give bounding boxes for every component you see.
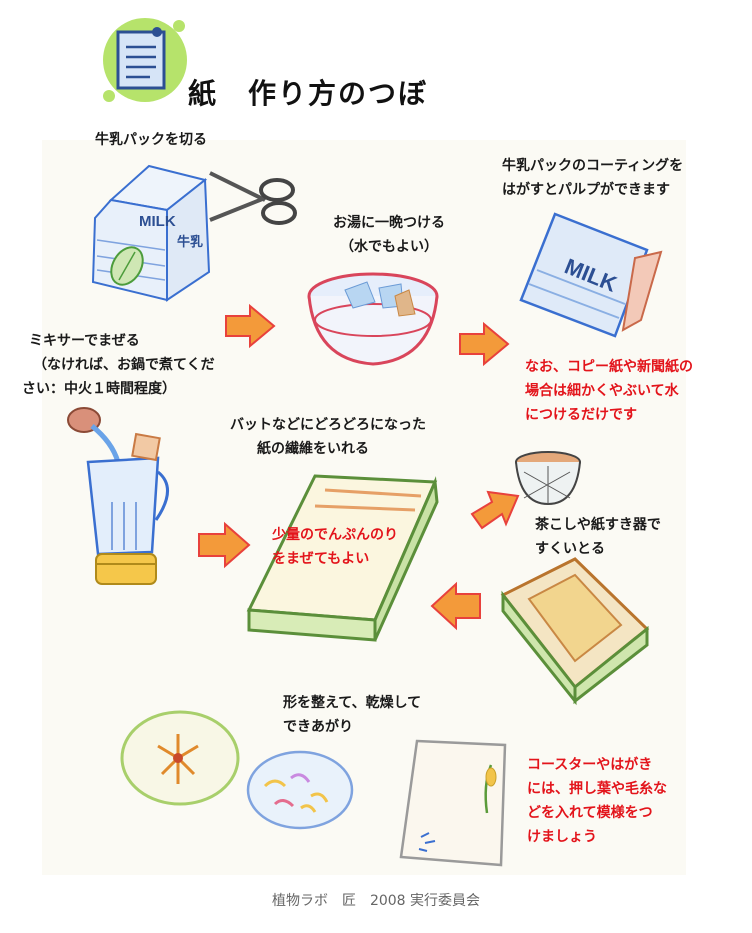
step-soak-line1: お湯に一晩つける (333, 215, 445, 231)
step-mix-line1: ミキサーでまぜる (29, 333, 140, 349)
blender-illustration (67, 407, 169, 585)
memo-note-icon (103, 18, 187, 102)
page-title: 紙 作り方のつぼ (188, 77, 429, 110)
note-line1: なお、コピー紙や新聞紙の (525, 359, 693, 375)
paper-frame-illustration (500, 557, 650, 706)
note-line2: 場合は細かくやぶいて水 (525, 383, 679, 399)
step-cut-label: 牛乳パックを切る (95, 132, 207, 148)
decorate-line3: どを入れて模様をつ (527, 805, 653, 821)
strainer-illustration (515, 451, 581, 506)
arrow-right-icon (198, 521, 251, 569)
decorate-line4: けましょう (527, 829, 597, 845)
step-dry-line1: 形を整えて、乾燥して (283, 695, 422, 711)
postcard-illustration (399, 739, 507, 867)
decorate-line2: には、押し葉や毛糸な (527, 781, 667, 797)
tray-illustration (246, 474, 439, 642)
arrow-right-icon (459, 321, 510, 367)
arrow-left-icon (430, 581, 481, 631)
step-peel-line2: はがすとパルプができます (502, 182, 670, 198)
arrow-up-right-icon (470, 490, 520, 530)
step-soak-line2: （水でもよい） (340, 239, 438, 255)
step-mix-line3: さい：中火１時間程度） (22, 381, 176, 397)
coaster-illustration (120, 710, 240, 806)
carton-jp-text: 牛乳 (177, 234, 203, 250)
step-mix-line2: （なければ、お鍋で煮てくだ (33, 357, 215, 373)
carton-milk-text: MILK (139, 213, 176, 230)
starch-line2: をまぜてもよい (272, 551, 370, 567)
note-line3: につけるだけです (525, 407, 637, 423)
round-paper-illustration (246, 750, 354, 830)
decorate-line1: コースターやはがき (527, 757, 653, 773)
bowl-illustration (307, 272, 439, 366)
arrow-right-icon (225, 303, 276, 349)
step-tray-line1: バットなどにどろどろになった (230, 417, 426, 433)
footer-credit: 植物ラボ 匠 2008 実行委員会 (271, 893, 481, 909)
scissors-illustration (209, 171, 297, 225)
step-tray-line2: 紙の繊維をいれる (257, 441, 369, 457)
step-scoop-line2: すくいとる (535, 541, 605, 557)
peeled-carton-illustration: MILK (519, 212, 663, 338)
starch-line1: 少量のでんぷんのり (272, 527, 398, 543)
step-dry-line2: できあがり (283, 719, 353, 735)
milk-carton-illustration: MILK 牛乳 (91, 164, 211, 302)
step-peel-line1: 牛乳パックのコーティングを (502, 158, 684, 174)
step-scoop-line1: 茶こしや紙すき器で (535, 517, 661, 533)
